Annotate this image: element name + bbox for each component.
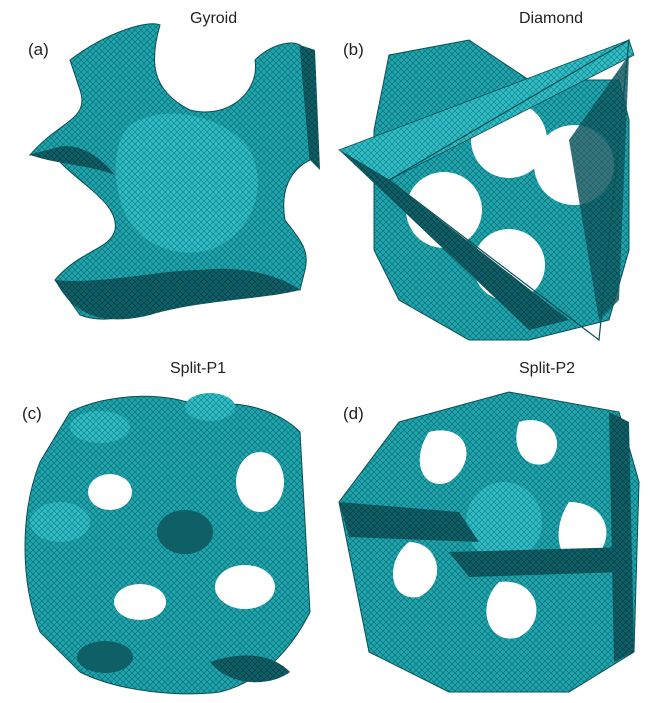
split-p2-render xyxy=(338,391,640,693)
panel-split-p2: (d) Split-P2 xyxy=(329,352,657,703)
panel-title: Split-P2 xyxy=(519,360,576,377)
gyroid-render xyxy=(28,23,320,320)
panel-title: Gyroid xyxy=(190,10,238,27)
panel-gyroid: (a) Gyroid xyxy=(0,0,328,351)
panel-label: (a) xyxy=(28,40,49,59)
panel-label: (c) xyxy=(22,404,42,423)
diamond-render xyxy=(338,38,635,342)
panel-label: (d) xyxy=(343,404,364,423)
split-p1-render xyxy=(24,393,311,695)
panel-diamond: (b) Diamond xyxy=(329,0,657,351)
panel-title: Diamond xyxy=(519,10,584,27)
panel-label: (b) xyxy=(343,40,364,59)
panel-split-p1: (c) Split-P1 xyxy=(0,352,328,703)
panel-title: Split-P1 xyxy=(170,360,227,377)
